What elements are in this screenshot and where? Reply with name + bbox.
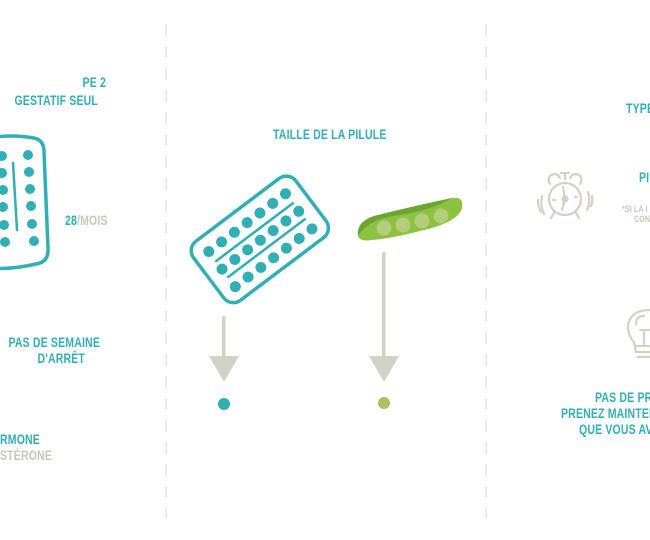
alarm-clock-icon (536, 171, 594, 220)
hormone-line1: RMONE (0, 432, 40, 447)
pill-count-unit: /MOIS (77, 213, 108, 228)
pill-count: 28/MOIS (65, 213, 108, 228)
no-break-line2: D'ARRÊT (37, 351, 85, 366)
down-arrow-icon (369, 252, 399, 382)
pill-blister-icon (189, 174, 331, 305)
hormone-line2: STÉRONE (0, 448, 53, 463)
column-divider-left (165, 24, 167, 518)
advice-line3: QUE VOUS AV (579, 422, 650, 437)
down-arrow-icon (209, 316, 239, 382)
lightbulb-icon (626, 308, 650, 359)
type-label-line1: PE 2 (82, 75, 106, 90)
column-divider-right (485, 24, 487, 518)
advice-line2: PRENEZ MAINTEN (561, 406, 650, 421)
type-label: TYPE (626, 101, 650, 116)
pi-label: PI (639, 170, 650, 185)
type-label-line2: GESTATIF SEUL (14, 93, 98, 108)
pea-pod-icon (357, 197, 463, 241)
footnote-line1: *SI LA I (622, 204, 648, 214)
pill-size-title: TAILLE DE LA PILULE (273, 127, 387, 142)
pill-blister-icon (0, 134, 50, 271)
pill-dot-icon (218, 398, 230, 410)
pea-dot-icon (378, 397, 390, 409)
footnote-line2: CON (634, 214, 650, 224)
pill-count-number: 28 (65, 213, 78, 228)
no-break-line1: PAS DE SEMAINE (8, 335, 100, 350)
advice-line1: PAS DE PR (595, 390, 650, 405)
